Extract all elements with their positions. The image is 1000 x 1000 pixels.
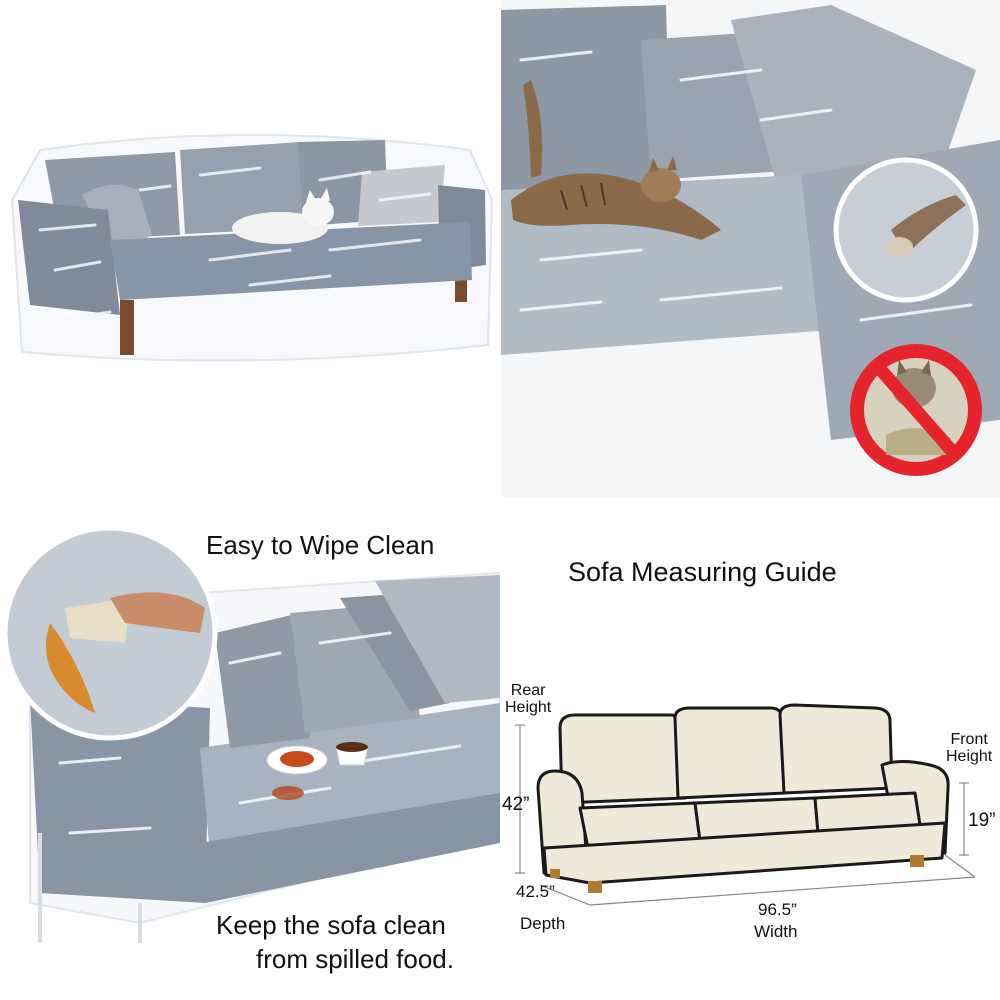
- sofa-arm-left: [18, 200, 120, 315]
- front-height-label: Front Height: [946, 731, 993, 765]
- back-cushion-middle: [180, 142, 305, 234]
- sofa-arm: [30, 698, 210, 903]
- food-stain: [46, 623, 95, 713]
- panel-scratch-protection: [501, 0, 1000, 497]
- no-scratch-badge: [850, 344, 982, 476]
- wiping-cloth: [65, 598, 130, 643]
- width-label: Width: [754, 922, 798, 941]
- depth-line: [539, 884, 591, 906]
- pillow-4: [375, 575, 500, 703]
- wipe-clean-subtitle-line1: Keep the sofa clean: [216, 910, 446, 940]
- depth-value: 42.5”: [516, 882, 555, 901]
- back-cushion-right: [778, 703, 894, 795]
- front-height-value: 19”: [968, 810, 996, 831]
- pillow-left: [82, 185, 152, 244]
- scratch-illustration: [501, 0, 1000, 497]
- wipe-clean-illustration: [2, 525, 500, 943]
- sofa-base: [200, 793, 500, 903]
- claw-zoom-circle: [833, 157, 979, 303]
- wipe-clean-title: Easy to Wipe Clean: [206, 530, 435, 560]
- prohibition-slash: [874, 363, 958, 457]
- panel-sofa-with-cat: [0, 0, 497, 497]
- measuring-guide-title: Sofa Measuring Guide: [568, 557, 837, 587]
- pillow-right: [358, 165, 445, 226]
- hand: [110, 592, 205, 633]
- sketch-sofa: [536, 703, 950, 885]
- panel-measuring-guide: Sofa Measuring Guide Rear Height 42” Fro…: [500, 503, 1000, 1000]
- coffee-cup: [335, 742, 369, 766]
- rear-height-value: 42”: [502, 794, 530, 815]
- back-cushion: [501, 5, 671, 190]
- plastic-glare: [58, 631, 462, 835]
- sofa-leg-left: [120, 300, 134, 355]
- dimension-lines: [515, 724, 976, 906]
- wipe-clean-subtitle-line2: from spilled food.: [256, 944, 454, 974]
- width-line: [589, 876, 976, 906]
- depth-label: Depth: [520, 914, 566, 933]
- plastic-glare: [38, 166, 432, 322]
- sketch-legs: [550, 855, 924, 893]
- wipe-zoom-circle: [2, 525, 218, 741]
- white-cat: [232, 188, 334, 244]
- measuring-diagram: [515, 703, 976, 906]
- covered-sofa-illustration: [10, 134, 494, 362]
- panel-easy-to-wipe: Easy to Wipe Clean Keep the sofa clean f…: [0, 503, 500, 1000]
- pillow-right: [731, 5, 976, 200]
- width-value: 96.5”: [758, 900, 797, 919]
- sofa-seat: [110, 222, 472, 300]
- tabby-cat: [511, 80, 721, 240]
- sofa-base: [542, 821, 947, 885]
- rear-height-label: Rear Height: [505, 682, 552, 716]
- pillow-1: [215, 613, 310, 748]
- spilled-food-plate: [266, 745, 328, 800]
- back-cushion-middle: [673, 706, 787, 800]
